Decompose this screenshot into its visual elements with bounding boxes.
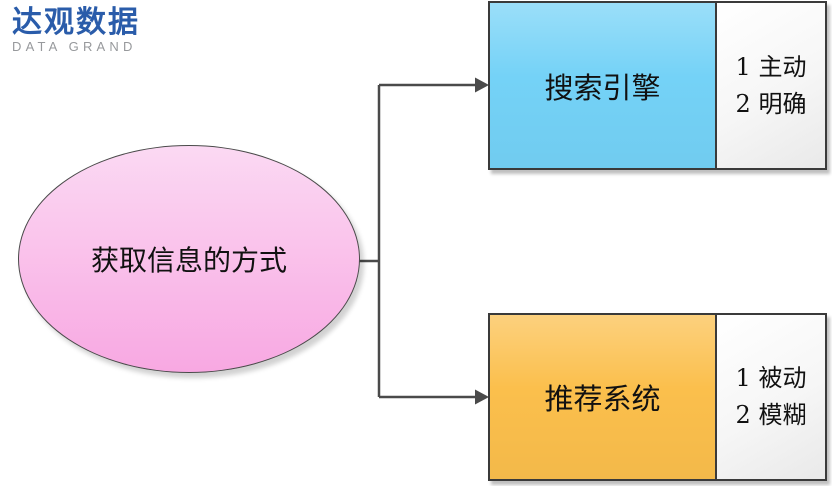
root-ellipse: 获取信息的方式 bbox=[18, 145, 360, 373]
logo: 达观数据 DATA GRAND bbox=[12, 7, 140, 54]
branch-box-recommender-system: 推荐系统 1 被动 2 模糊 bbox=[488, 313, 827, 481]
branch-fill-recommender-system: 推荐系统 bbox=[490, 315, 715, 479]
note-line: 2 明确 bbox=[735, 89, 807, 118]
branch-label: 搜索引擎 bbox=[544, 70, 661, 105]
branch-box-search-engine: 搜索引擎 1 主动 2 明确 bbox=[488, 1, 827, 170]
branch-label: 推荐系统 bbox=[544, 382, 661, 416]
note-line: 1 被动 bbox=[735, 364, 807, 392]
root-label: 获取信息的方式 bbox=[90, 244, 287, 277]
note-line: 1 主动 bbox=[735, 52, 807, 81]
branch-notes-search-engine: 1 主动 2 明确 bbox=[715, 3, 825, 168]
logo-subtitle: DATA GRAND bbox=[12, 39, 137, 54]
branch-fill-search-engine: 搜索引擎 bbox=[490, 3, 715, 168]
branch-notes-recommender-system: 1 被动 2 模糊 bbox=[715, 315, 825, 479]
note-line: 2 模糊 bbox=[735, 401, 807, 429]
arrowhead-icon bbox=[475, 389, 489, 405]
arrowhead-icon bbox=[475, 77, 489, 93]
logo-title: 达观数据 bbox=[12, 6, 140, 39]
